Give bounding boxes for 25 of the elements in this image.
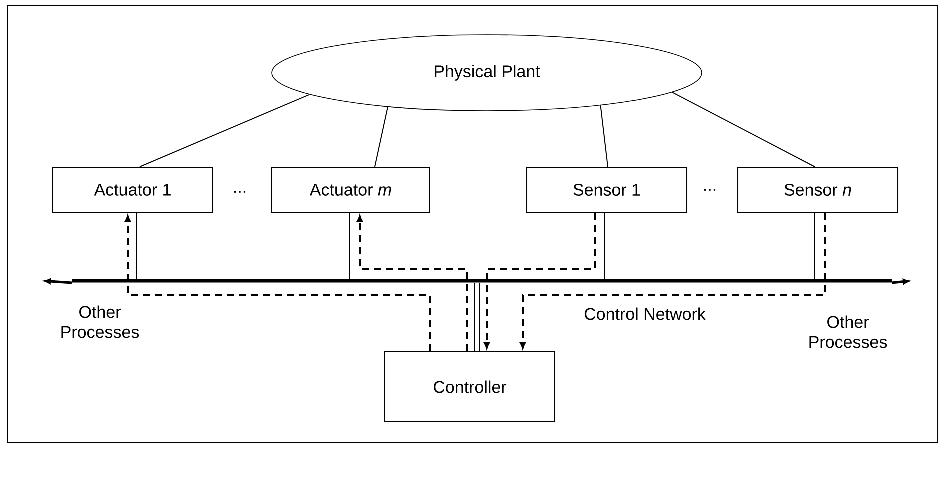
text-label: Other Processes <box>62 306 140 338</box>
dashed-arrow <box>520 213 826 349</box>
connector-line <box>474 282 476 352</box>
dashed-arrow <box>357 216 468 352</box>
text-label: Control Network <box>584 308 706 320</box>
arrow <box>44 278 72 284</box>
connector-line <box>814 212 816 280</box>
component-box: Actuator 1 <box>52 167 214 213</box>
ellipsis-dots: ... <box>234 191 246 193</box>
arrow <box>892 279 910 285</box>
connector-line <box>140 94 310 168</box>
component-box: Sensor n <box>738 167 899 213</box>
component-box: Controller <box>384 352 556 422</box>
connector-line <box>604 212 606 280</box>
dashed-arrow <box>125 216 431 352</box>
connector-line <box>672 92 816 168</box>
connector-line <box>600 105 608 168</box>
dashed-arrow <box>484 213 596 349</box>
connector-line <box>374 106 388 168</box>
component-box: Actuator m <box>272 167 430 213</box>
text-label: Other Processes <box>810 316 888 348</box>
connector-line <box>136 212 138 280</box>
ellipsis-dots: ... <box>704 189 716 191</box>
component-box: Sensor 1 <box>526 167 688 213</box>
network-bus <box>72 279 892 283</box>
